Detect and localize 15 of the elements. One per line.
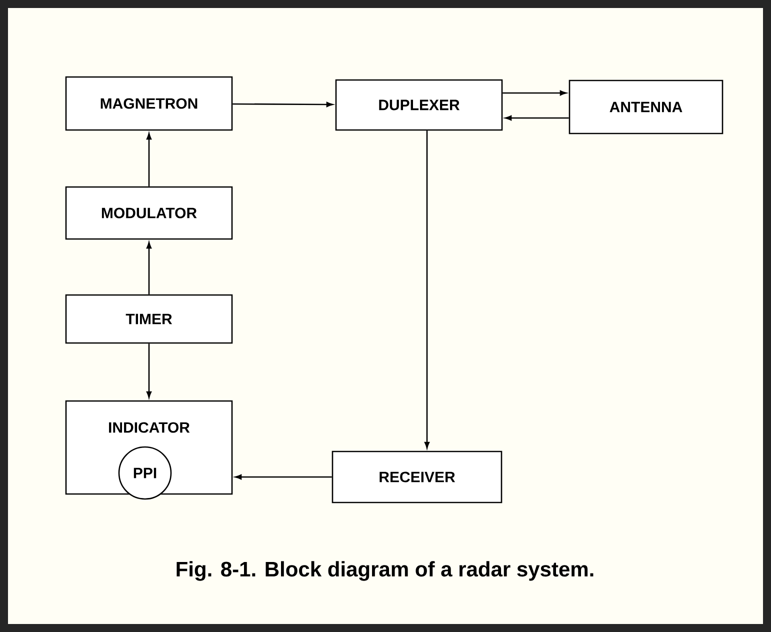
caption: Fig. 8-1. Block diagram of a radar system. (176, 561, 594, 581)
arrow (235, 474, 332, 480)
arrow (146, 242, 152, 294)
block-box: ANTENNA (568, 80, 724, 134)
block-box: DUPLEXER (335, 79, 503, 131)
block-box: MAGNETRON (65, 76, 233, 131)
arrow (232, 102, 333, 108)
block-box: MODULATOR (65, 186, 233, 240)
arrow (146, 344, 152, 398)
arrow (502, 90, 566, 96)
block-box: TIMER (65, 294, 233, 344)
arrow (505, 115, 569, 121)
block-box: RECEIVER (332, 450, 502, 504)
arrow (146, 133, 152, 186)
arrow (424, 130, 430, 448)
